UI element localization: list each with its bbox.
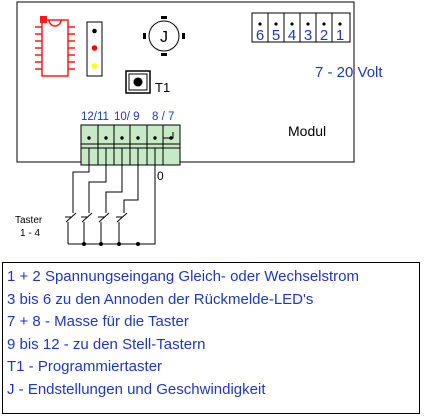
terminal-number-4: 4 [288,27,296,44]
ground-wire-junctions [82,242,140,246]
terminal-dividers [267,13,333,42]
programming-button-label: T1 [155,80,170,95]
ic-pin1-marker [40,16,47,23]
programming-button-cap-icon [133,77,143,87]
push-button-4-icon [116,208,128,228]
legend-line-3: 7 + 8 - Masse für die Taster [7,313,189,331]
led-yellow-icon [91,63,98,69]
ground-label: 0 [157,169,164,183]
button-terminal-label-10-9: 10/ 9 [114,111,140,123]
legend-line-2: 3 bis 6 zu den Annoden der Rückmelde-LED… [7,290,314,308]
terminal-number-6: 6 [256,27,264,44]
terminal-screw-icons [258,22,342,26]
programming-button-inner [128,73,148,91]
button-terminal-block-lines [81,125,180,165]
push-button-3-icon [98,208,110,228]
led-red-icon [91,45,98,51]
button-terminal-screw-icons [87,136,173,140]
voltage-label: 7 - 20 Volt [315,64,383,81]
terminal-number-3: 3 [304,27,312,44]
legend-line-1: 1 + 2 Spannungseingang Gleich- oder Wech… [7,268,360,285]
legend-line-6: J - Endstellungen und Geschwindigkeit [7,380,266,398]
push-button-2-icon [81,208,93,228]
terminal-number-5: 5 [272,27,280,44]
wiring-diagram: J T1 6 5 4 3 2 1 7 - 20 Volt Modul 12/11… [15,1,383,246]
legend-line-5: T1 - Programmiertaster [7,358,163,376]
jumper-pin-icon [92,28,97,34]
terminal-number-1: 1 [336,27,344,44]
legend-line-4: 9 bis 12 - zu den Stell-Tastern [7,335,206,353]
jumper-potentiometer-icon [143,16,185,56]
button-terminal-label-12-11: 12/11 [81,111,109,123]
buttons-label-line1: Taster [15,215,43,226]
buttons-label-line2: 1 - 4 [20,228,40,239]
microcontroller-ic [35,19,75,77]
button-terminal-label-8-7: 8 / 7 [152,111,174,123]
module-label: Modul [288,123,326,139]
jumper-label: J [160,29,168,46]
push-button-1-icon [65,208,77,228]
terminal-number-2: 2 [320,27,328,44]
legend-box: 1 + 2 Spannungseingang Gleich- oder Wech… [2,262,420,414]
button-wiring [67,148,156,245]
terminal-numbers: 6 5 4 3 2 1 [256,27,344,44]
